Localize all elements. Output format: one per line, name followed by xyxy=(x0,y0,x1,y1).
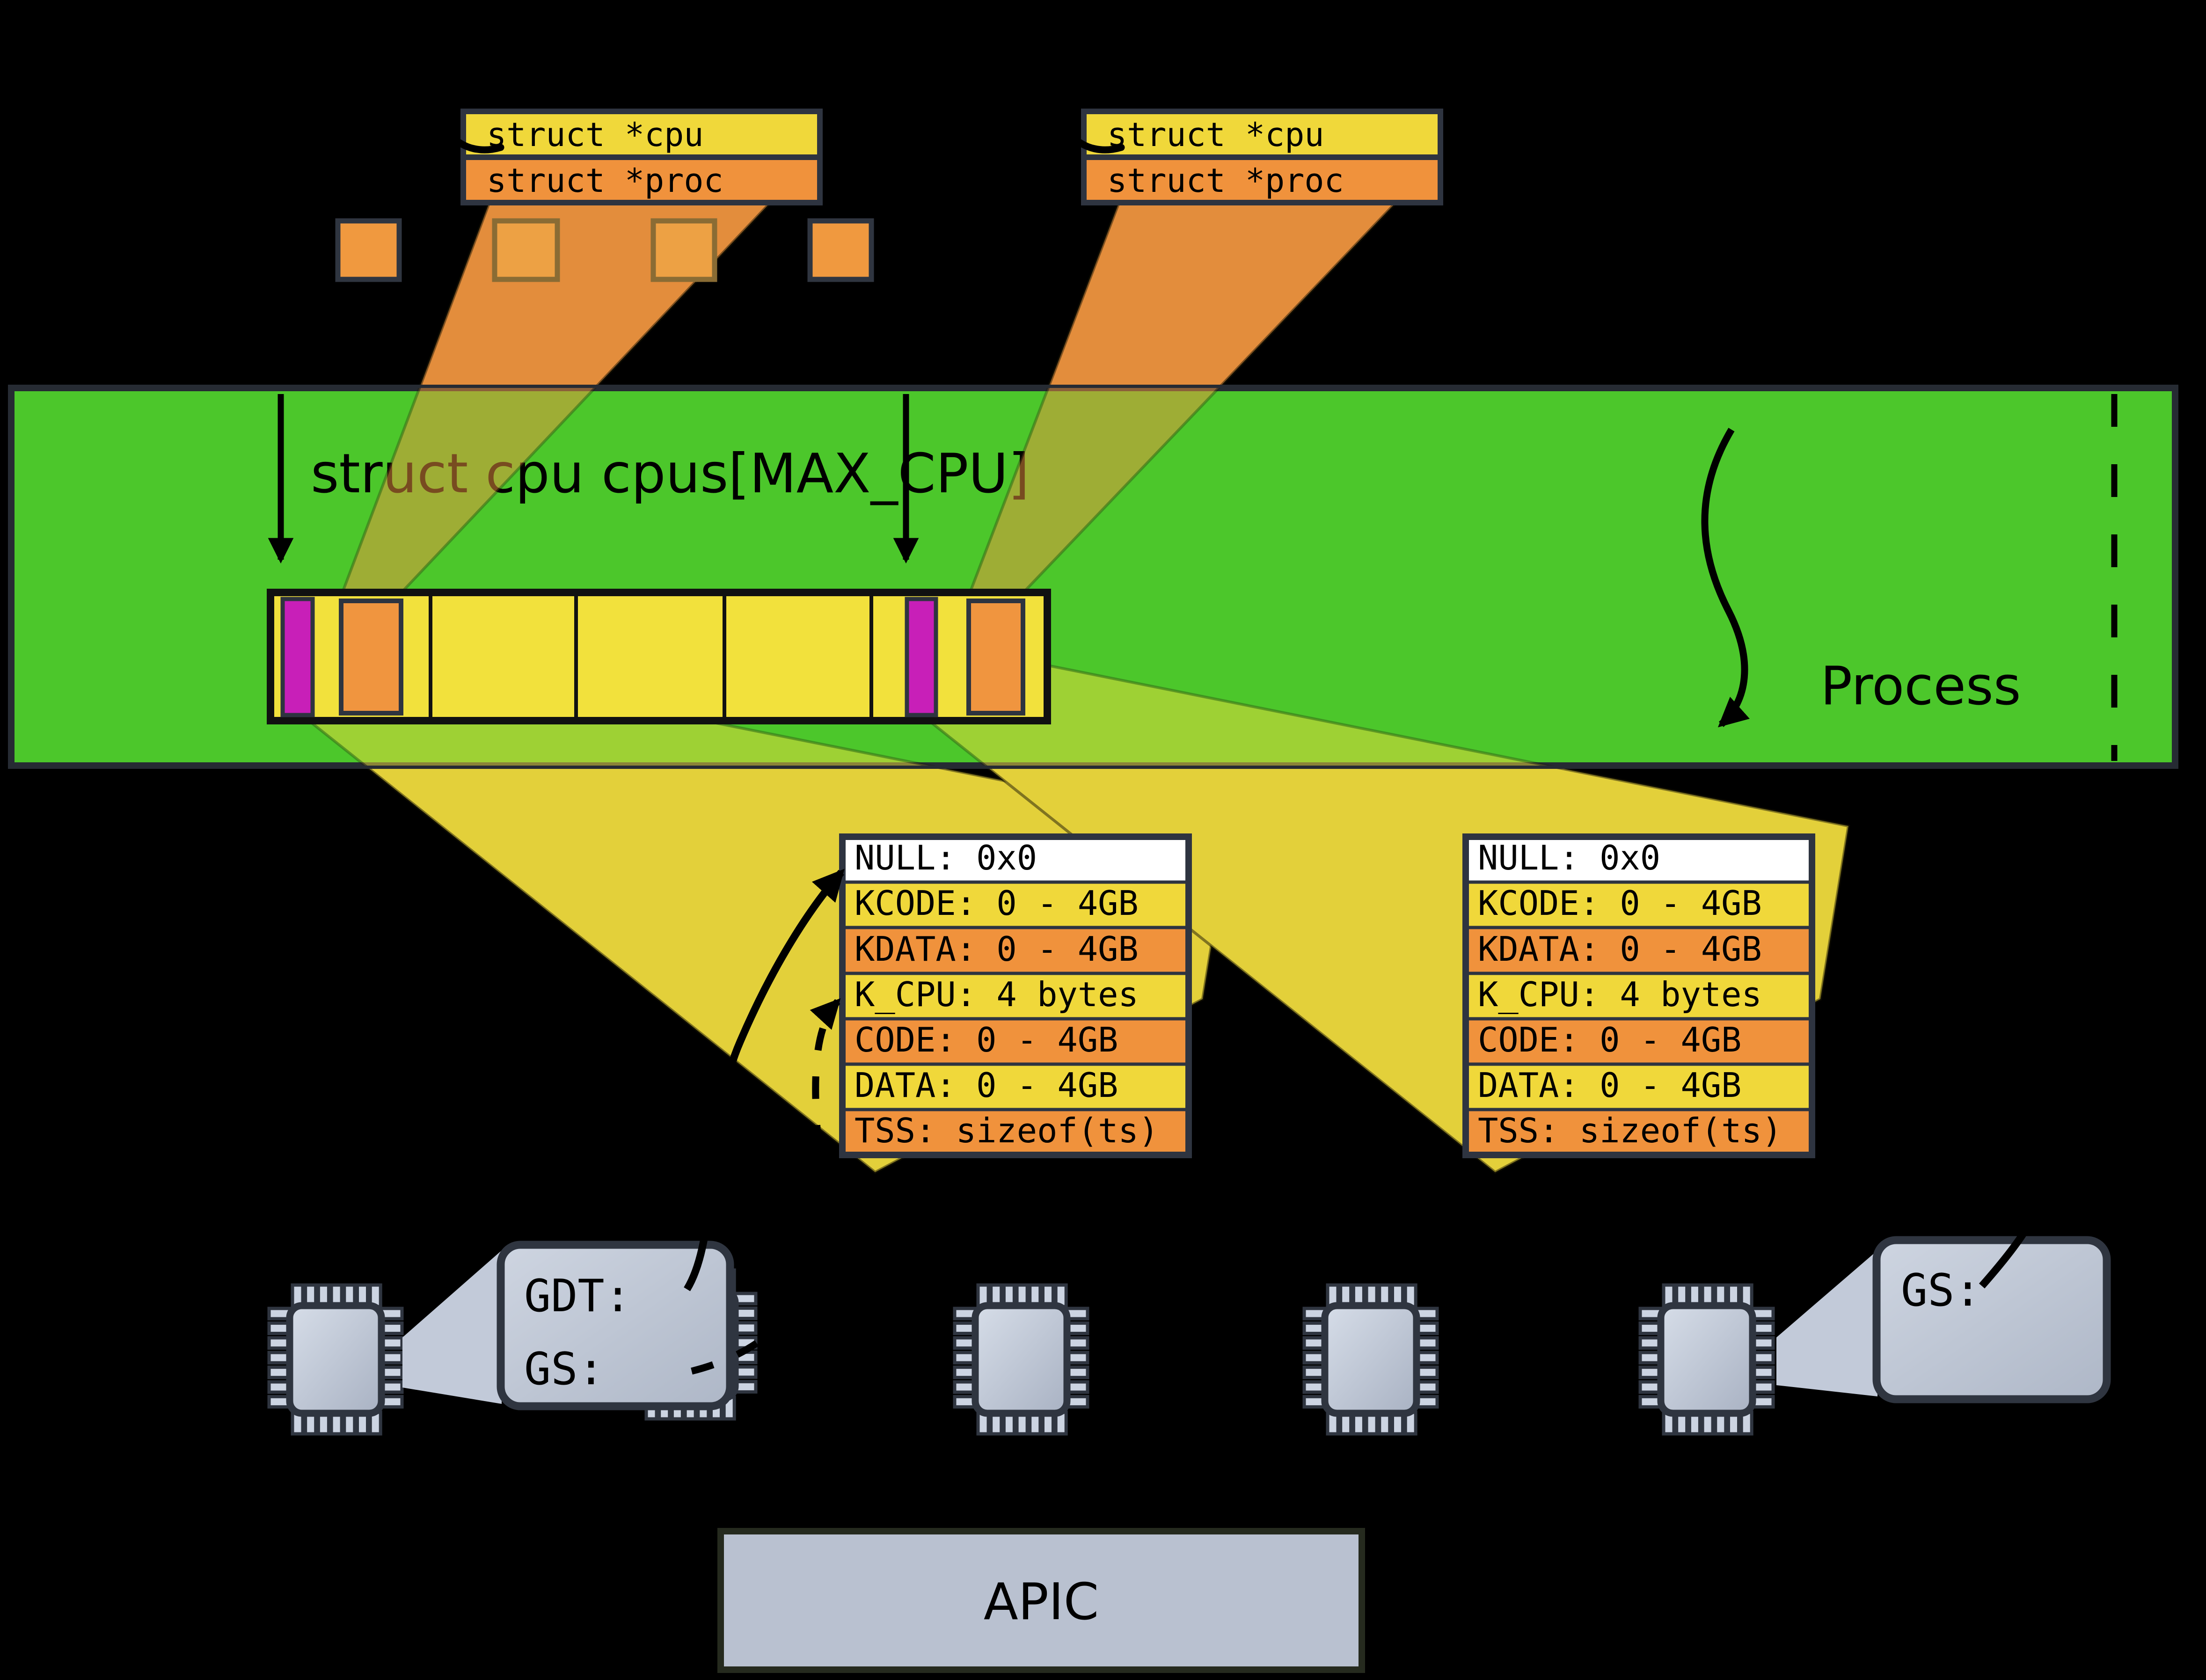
gdt-table-left: NULL: 0x0 KCODE: 0 - 4GB KDATA: 0 - 4GB … xyxy=(839,833,1192,1158)
proc-square-1 xyxy=(335,218,402,282)
gdt-row-kcpu-label: K_CPU: 4 bytes xyxy=(1478,975,1762,1014)
proc-ptr-row xyxy=(1081,154,1443,205)
cpu-array xyxy=(267,589,1051,724)
pointer-hook-icon xyxy=(448,133,504,153)
process-curved-arrow xyxy=(1701,428,1750,728)
gdt-row-kdata-label: KDATA: 0 - 4GB xyxy=(1478,929,1762,969)
proc-ptr-label: struct *proc xyxy=(1107,161,1344,200)
gdt-row-data-label: DATA: 0 - 4GB xyxy=(1478,1066,1742,1105)
proc-squares xyxy=(335,218,874,282)
gdt-table-right: NULL: 0x0 KCODE: 0 - 4GB KDATA: 0 - 4GB … xyxy=(1462,833,1815,1158)
zoom-trapezoid-right xyxy=(1776,1250,1877,1396)
proc-ptr-cell-entry0 xyxy=(339,599,403,716)
gdt-row-code-label: CODE: 0 - 4GB xyxy=(855,1020,1118,1059)
proc-ptr-cell-entry1 xyxy=(966,599,1025,716)
gdt-row-tss-label: TSS: sizeof(ts) xyxy=(1478,1111,1782,1150)
gdt-register-arrow xyxy=(684,869,845,1292)
gdt-row-tss xyxy=(840,1108,1191,1157)
gs-register-arrow-right xyxy=(1824,982,2058,1289)
register-callout-right: GS: xyxy=(1872,1236,2111,1403)
gdt-table-border xyxy=(839,833,1192,1158)
gdt-row-code-label: CODE: 0 - 4GB xyxy=(1478,1020,1742,1059)
gdt-row-kcpu xyxy=(840,971,1191,1021)
apic-box xyxy=(717,1528,1365,1673)
kcpu-cell-entry0 xyxy=(280,597,315,717)
gdt-row-kcode-label: KCODE: 0 - 4GB xyxy=(1478,884,1762,923)
gdt-row-null xyxy=(840,835,1191,884)
gdt-row-null-label: NULL: 0x0 xyxy=(1478,838,1660,877)
apic-block: APIC xyxy=(717,1528,1365,1673)
cpu-array-dividers xyxy=(429,596,873,717)
proc-ptr-row xyxy=(460,154,823,205)
process-label: Process xyxy=(1820,655,2021,717)
gs-register-dashed-arrow xyxy=(691,998,841,1375)
gs-register-label: GS: xyxy=(524,1344,605,1395)
gdt-row-kcode-label: KCODE: 0 - 4GB xyxy=(855,884,1139,923)
proc-square-3 xyxy=(650,218,717,282)
cpu-ptr-label: struct *cpu xyxy=(1107,116,1324,154)
register-callout-left: GDT: GS: xyxy=(497,1241,734,1410)
gdt-row-data xyxy=(1464,1062,1814,1111)
kcpu-cell-entry1 xyxy=(905,597,938,717)
gdt-row-kcpu xyxy=(1464,971,1814,1021)
gdt-register-label: GDT: xyxy=(524,1271,631,1322)
gdt-row-null-label: NULL: 0x0 xyxy=(855,838,1037,877)
cpu-ptr-label: struct *cpu xyxy=(487,116,704,154)
gdt-row-tss-label: TSS: sizeof(ts) xyxy=(855,1111,1159,1150)
gdt-row-data-label: DATA: 0 - 4GB xyxy=(855,1066,1118,1105)
proc-ptr-label: struct *proc xyxy=(487,161,723,200)
callout-box xyxy=(497,1241,734,1410)
percpu-pointer-table-left: struct *cpu struct *proc xyxy=(448,109,823,205)
proc-square-2 xyxy=(492,218,560,282)
cpu-ptr-row xyxy=(460,109,823,160)
gs-register-label: GS: xyxy=(1901,1265,1981,1316)
proc-square-4 xyxy=(807,218,874,282)
callout-box xyxy=(1872,1236,2111,1403)
percpu-pointer-table-right: struct *cpu struct *proc xyxy=(1069,109,1443,205)
gdt-row-kcpu-label: K_CPU: 4 bytes xyxy=(855,975,1139,1014)
pointer-hook-icon xyxy=(1069,133,1125,153)
zoom-trapezoid-left xyxy=(402,1250,502,1404)
apic-label: APIC xyxy=(984,1573,1099,1631)
gdt-table-border xyxy=(1462,833,1815,1158)
gdt-row-kdata-label: KDATA: 0 - 4GB xyxy=(855,929,1139,969)
gdt-row-data xyxy=(840,1062,1191,1111)
